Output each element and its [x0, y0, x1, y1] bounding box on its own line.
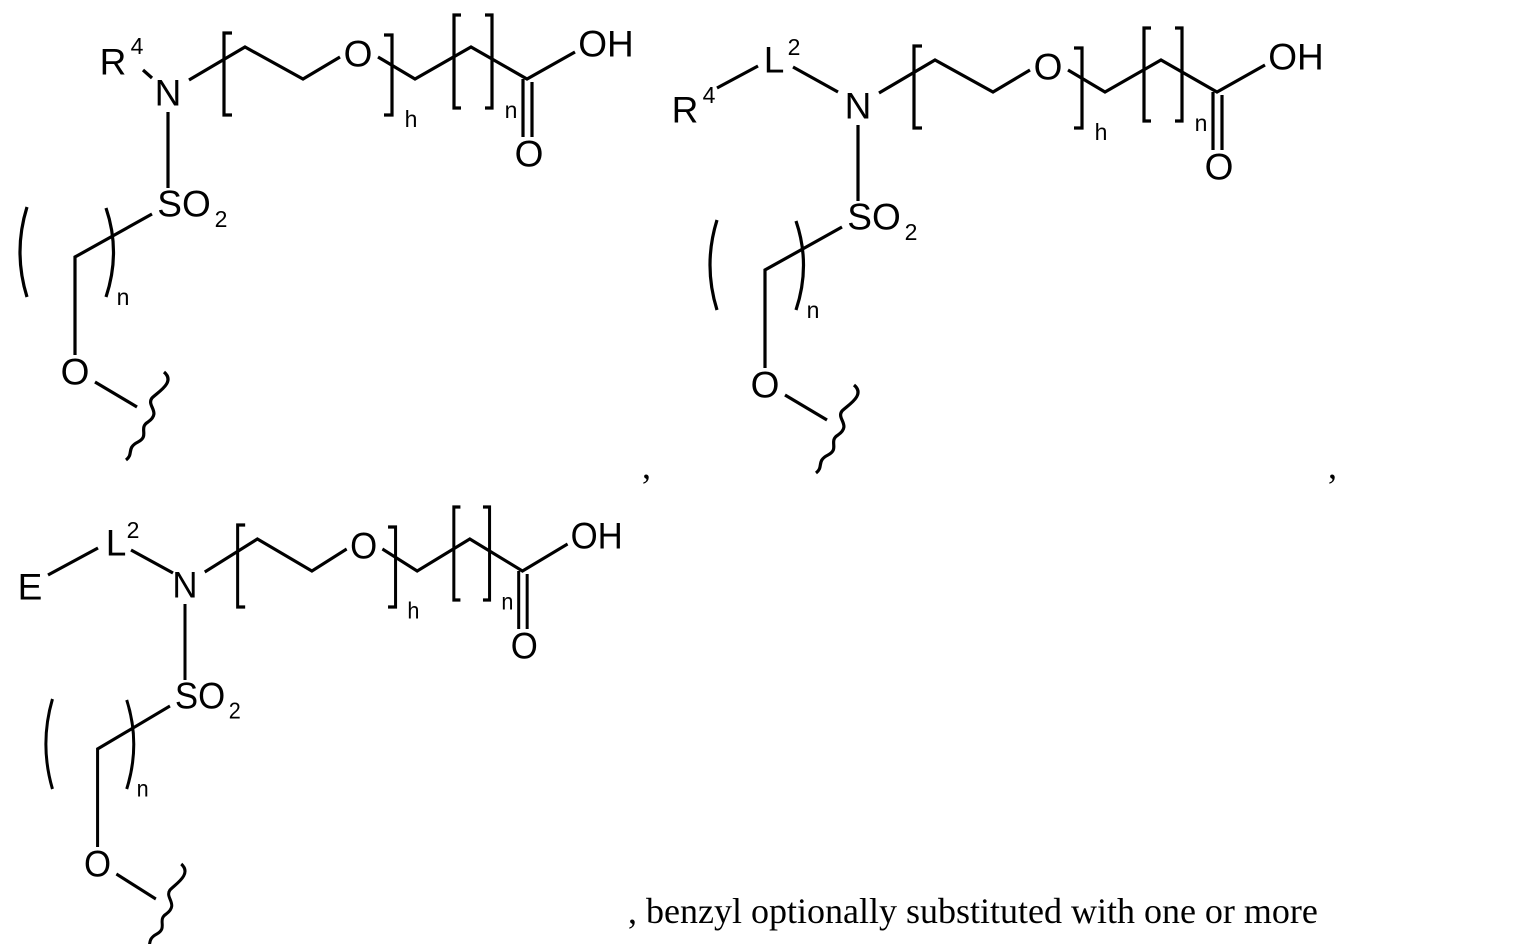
sulfonyl-subscript: 2 — [215, 206, 228, 232]
sulfonyl-label: SO — [175, 675, 225, 716]
repeat-n-label: n — [501, 589, 513, 615]
nitrogen-label: N — [172, 564, 197, 605]
structure-1: R 4 N O OH O SO 2 O h n n — [18, 13, 634, 462]
sulfonyl-subscript: 2 — [905, 219, 918, 245]
repeat-n-label: n — [137, 776, 149, 802]
repeat-n-label: n — [807, 297, 820, 323]
core-scaffold: N O OH O SO 2 O h n n — [18, 13, 634, 462]
linker-oxygen-label: O — [84, 843, 111, 884]
r-group-label: R — [672, 90, 699, 131]
ether-oxygen-label: O — [1034, 47, 1063, 88]
sulfonyl-subscript: 2 — [229, 698, 241, 724]
nitrogen-label: N — [845, 86, 872, 127]
r-group-label: R — [100, 42, 127, 83]
ether-oxygen-label: O — [344, 34, 373, 75]
core-scaffold: N O OH O SO 2 O h n n — [44, 505, 623, 944]
structure-2: R 4 L 2 N O OH O SO 2 O h n n — [672, 26, 1324, 475]
structure-3: E L 2 N O OH O SO 2 O h n n — [18, 505, 623, 944]
linker-oxygen-label: O — [751, 365, 780, 406]
repeat-n-label: n — [1195, 110, 1208, 136]
carbonyl-oxygen-label: O — [511, 625, 538, 666]
hydroxyl-label: OH — [578, 24, 634, 65]
nitrogen-label: N — [155, 73, 182, 114]
repeat-n-label: n — [505, 97, 518, 123]
ether-oxygen-label: O — [350, 525, 377, 566]
linker-oxygen-label: O — [61, 352, 90, 393]
repeat-h-label: h — [1095, 119, 1108, 145]
carbonyl-oxygen-label: O — [1205, 147, 1234, 188]
carbonyl-oxygen-label: O — [515, 134, 544, 175]
repeat-h-label: h — [407, 598, 419, 624]
linker-l-superscript: 2 — [788, 34, 801, 60]
sulfonyl-label: SO — [847, 197, 900, 238]
separator-comma: , — [1328, 446, 1337, 486]
core-scaffold: N O OH O SO 2 O h n n — [708, 26, 1324, 475]
linker-l-superscript: 2 — [127, 517, 140, 543]
repeat-n-label: n — [117, 284, 130, 310]
sulfonyl-label: SO — [157, 184, 210, 225]
hydroxyl-label: OH — [1268, 37, 1324, 78]
linker-l-label: L — [764, 40, 785, 81]
caption-text: , benzyl optionally substituted with one… — [628, 891, 1318, 931]
e-group-label: E — [18, 567, 43, 608]
repeat-h-label: h — [405, 106, 418, 132]
r-group-superscript: 4 — [131, 33, 144, 59]
linker-l-label: L — [106, 523, 127, 564]
r-group-superscript: 4 — [703, 82, 716, 108]
separator-comma: , — [642, 446, 651, 486]
hydroxyl-label: OH — [571, 515, 623, 556]
